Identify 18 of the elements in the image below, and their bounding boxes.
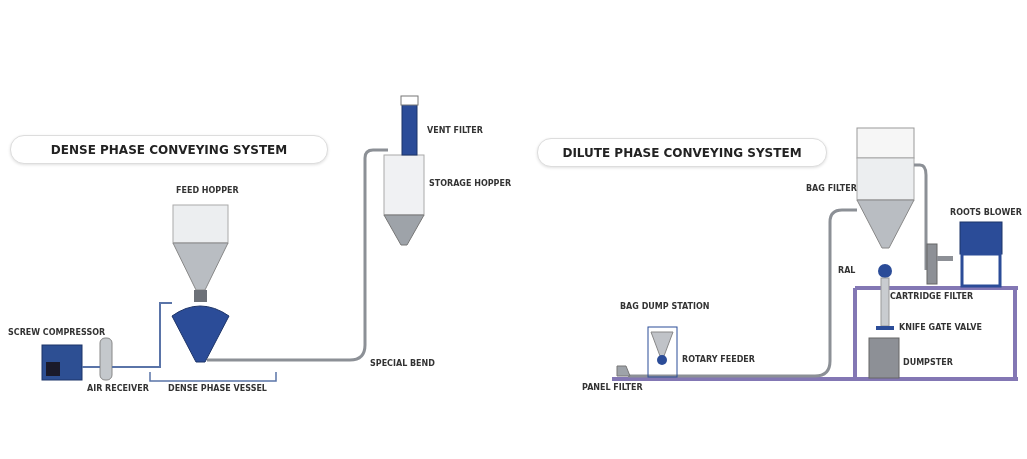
equipment-label: BAG DUMP STATION <box>620 302 710 311</box>
equipment-label: SPECIAL BEND <box>370 359 435 368</box>
equipment-label: DENSE PHASE VESSEL <box>168 384 267 393</box>
equipment-label: KNIFE GATE VALVE <box>899 323 982 332</box>
equipment-label: BAG FILTER <box>806 184 857 193</box>
equipment-label: VENT FILTER <box>427 126 483 135</box>
equipment-label: ROTARY FEEDER <box>682 355 755 364</box>
equipment-label: CARTRIDGE FILTER <box>890 292 974 301</box>
equipment-label: RAL <box>838 266 856 275</box>
equipment-label: ROOTS BLOWER <box>950 208 1022 217</box>
equipment-label: DUMPSTER <box>903 358 953 367</box>
equipment-label: STORAGE HOPPER <box>429 179 512 188</box>
equipment-label: PANEL FILTER <box>582 383 643 392</box>
system-heading: DENSE PHASE CONVEYING SYSTEM <box>10 135 328 164</box>
equipment-label: AIR RECEIVER <box>87 384 149 393</box>
system-heading: DILUTE PHASE CONVEYING SYSTEM <box>537 138 827 167</box>
equipment-label: SCREW COMPRESSOR <box>8 328 106 337</box>
equipment-label: FEED HOPPER <box>176 186 239 195</box>
